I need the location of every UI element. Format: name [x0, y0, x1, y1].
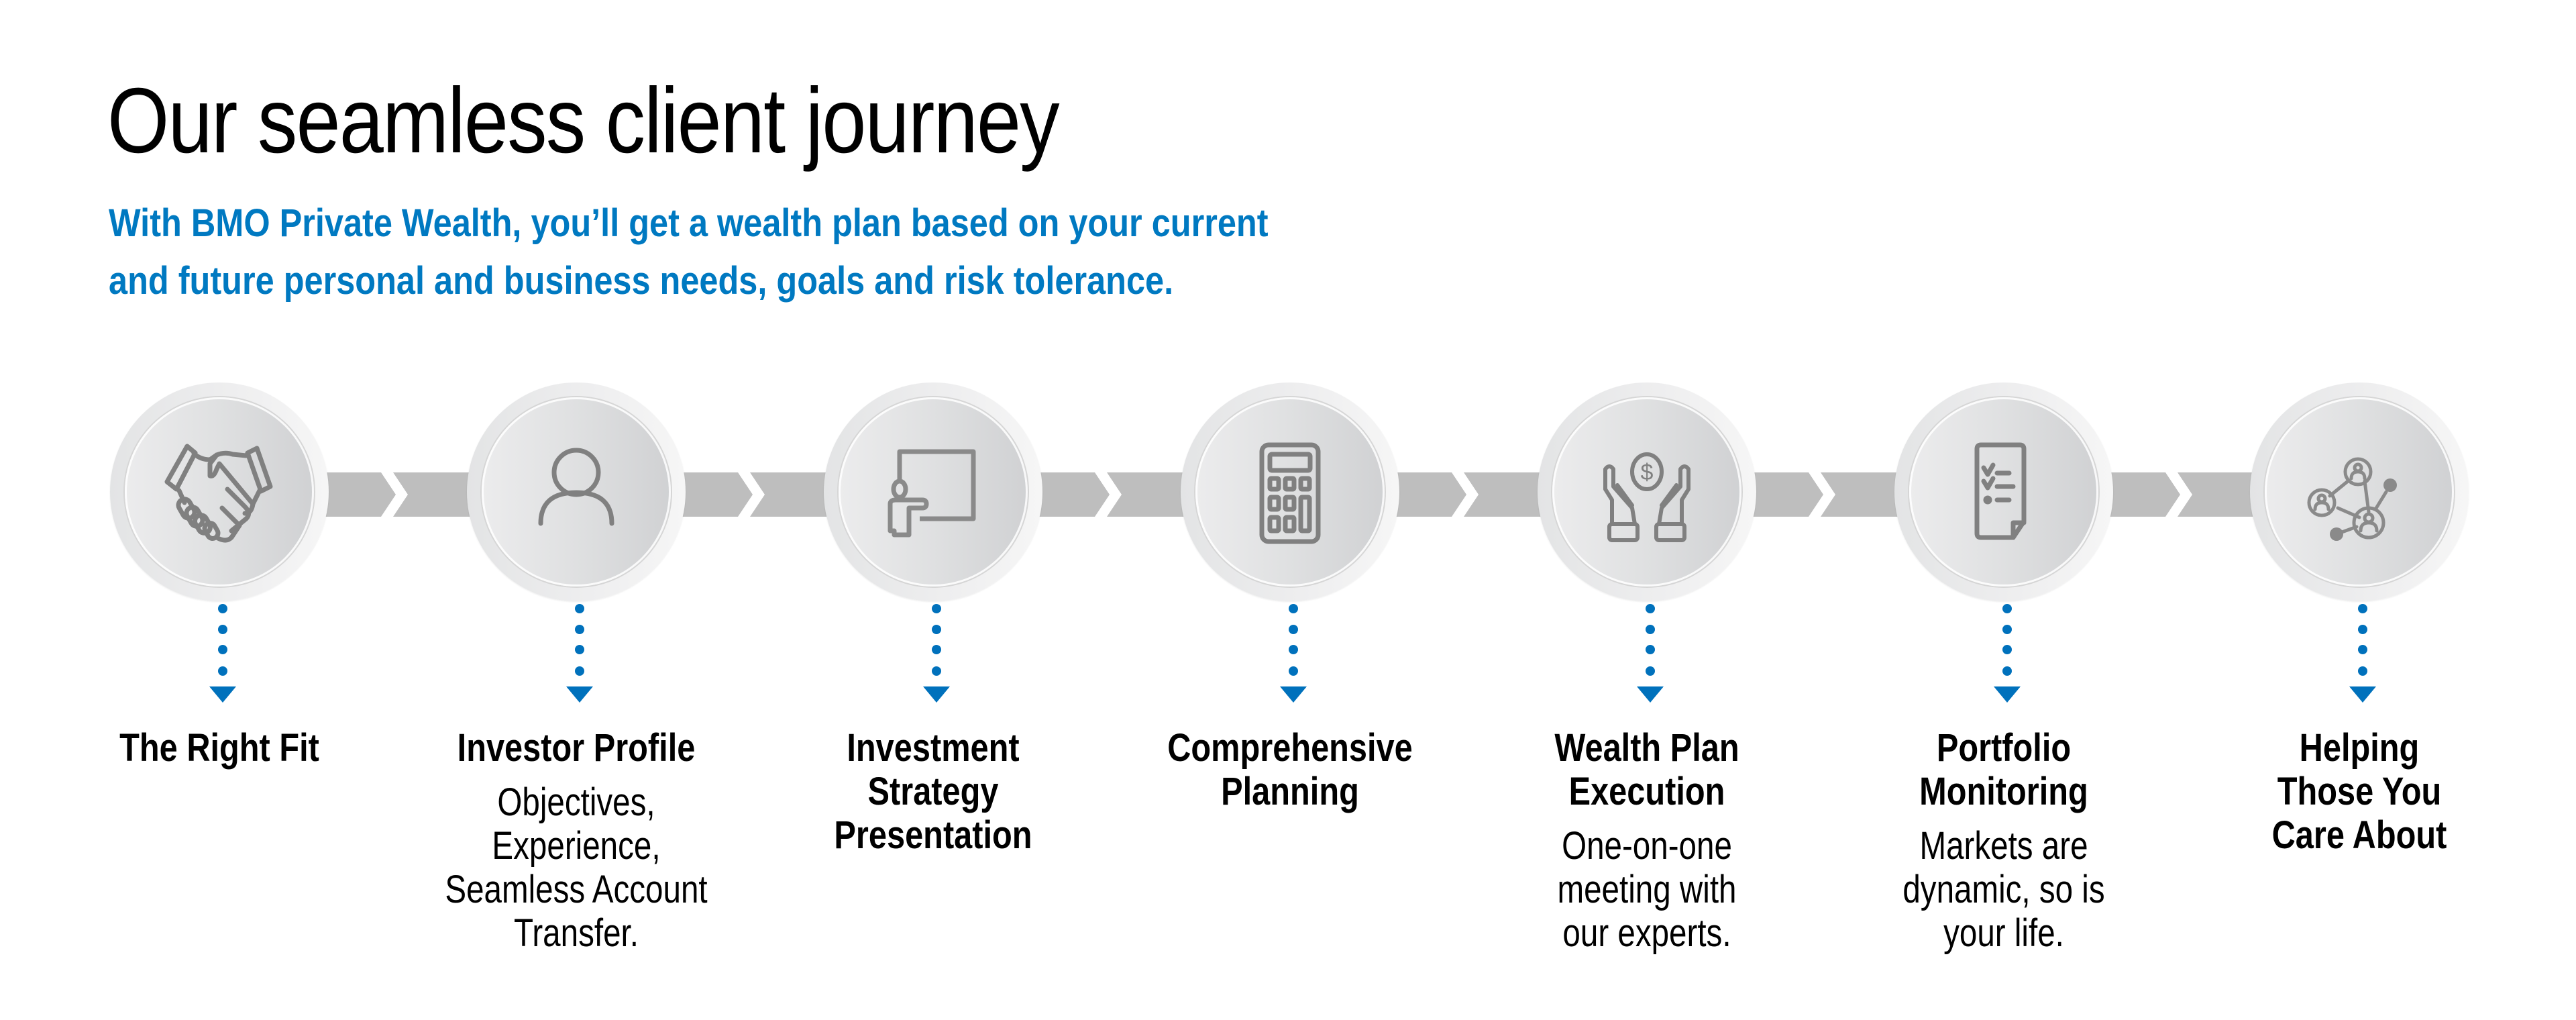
step-label-the-right-fit: The Right Fit — [45, 726, 394, 770]
step-heading: The Right Fit — [119, 726, 319, 770]
chevron-right-icon — [381, 472, 408, 517]
step-heading: Wealth Plan Execution — [1554, 726, 1739, 813]
step-label-investor-profile: Investor Profile Objectives, Experience,… — [402, 726, 751, 955]
chevron-right-icon — [1095, 472, 1122, 517]
page-title: Our seamless client journey — [107, 69, 1060, 172]
dotted-arrow-down-icon — [1637, 604, 1664, 703]
step-circle-investor-profile — [467, 382, 686, 601]
step-circle-portfolio-monitoring — [1894, 382, 2113, 601]
step-heading: Portfolio Monitoring — [1919, 726, 2088, 813]
presentation-board-icon — [888, 449, 976, 538]
step-circle-wealth-plan-execution: $ — [1538, 382, 1756, 601]
step-circle-investment-strategy — [824, 382, 1042, 601]
step-label-portfolio-monitoring: Portfolio Monitoring Markets are dynamic… — [1829, 726, 2178, 955]
handshake-icon — [164, 444, 273, 543]
subtitle-line: With BMO Private Wealth, you’ll get a we… — [109, 201, 1269, 245]
subtitle-line: and future personal and business needs, … — [109, 259, 1174, 303]
chevron-right-icon — [1809, 472, 1835, 517]
dotted-arrow-down-icon — [1280, 604, 1307, 703]
chevron-right-icon — [1452, 472, 1479, 517]
step-description: Objectives, Experience, Seamless Account… — [445, 780, 708, 955]
step-heading: Investor Profile — [457, 726, 696, 770]
step-label-helping-those-you-care-about: Helping Those You Care About — [2185, 726, 2534, 857]
step-label-investment-strategy: Investment Strategy Presentation — [759, 726, 1108, 857]
step-circle-helping-those-you-care-about — [2250, 382, 2469, 601]
calculator-icon — [1259, 442, 1321, 544]
dotted-arrow-down-icon — [1994, 604, 2021, 703]
step-description: One-on-one meeting with our experts. — [1557, 824, 1737, 955]
person-icon — [538, 448, 614, 526]
checklist-document-icon — [1974, 442, 2027, 540]
people-network-icon — [2307, 457, 2397, 541]
step-label-comprehensive-planning: Comprehensive Planning — [1116, 726, 1464, 813]
chevron-right-icon — [2165, 472, 2192, 517]
step-description: Markets are dynamic, so is your life. — [1902, 824, 2105, 955]
page-subtitle: With BMO Private Wealth, you’ll get a we… — [109, 195, 1269, 310]
step-circle-the-right-fit — [110, 382, 329, 601]
step-circle-comprehensive-planning — [1181, 382, 1399, 601]
dotted-arrow-down-icon — [566, 604, 593, 703]
dotted-arrow-down-icon — [923, 604, 950, 703]
step-heading: Comprehensive Planning — [1167, 726, 1413, 813]
step-heading: Investment Strategy Presentation — [834, 726, 1032, 857]
svg-text:$: $ — [1641, 460, 1654, 485]
chevron-right-icon — [738, 472, 765, 517]
step-heading: Helping Those You Care About — [2271, 726, 2447, 857]
dotted-arrow-down-icon — [2349, 604, 2376, 703]
hands-dollar-icon: $ — [1603, 452, 1690, 542]
dotted-arrow-down-icon — [209, 604, 236, 703]
step-label-wealth-plan-execution: Wealth Plan Execution One-on-one meeting… — [1472, 726, 1821, 955]
